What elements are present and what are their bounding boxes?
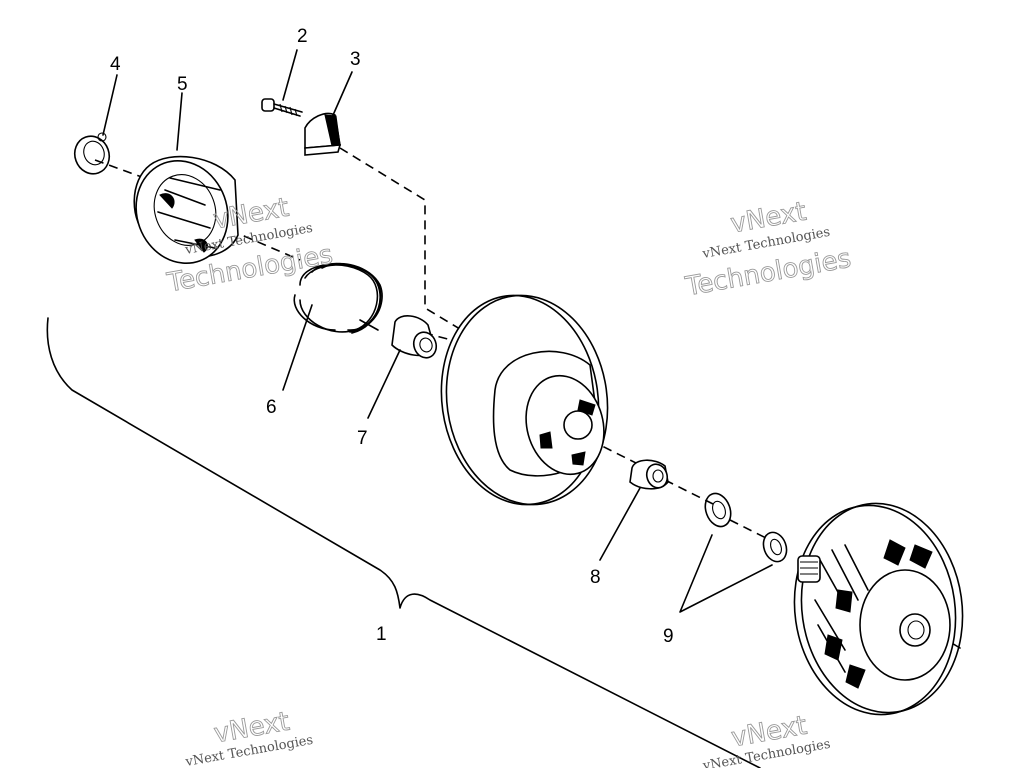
leader-lines	[102, 49, 773, 613]
washer-parts	[704, 492, 788, 563]
watermark-top-right: vNext vNext Technologies Technologies	[682, 196, 854, 303]
callout-8: 8	[590, 567, 601, 588]
watermark-bottom-left: vNext vNext Technologies	[184, 706, 315, 768]
callout-2: 2	[297, 26, 308, 47]
callout-5: 5	[177, 74, 188, 95]
screw-part	[261, 98, 303, 117]
bushing-small-part	[629, 459, 669, 490]
bushing-part	[391, 315, 438, 359]
helix-cam-part	[133, 155, 239, 265]
spring-part	[293, 262, 383, 334]
snap-ring-part	[73, 132, 111, 175]
callout-4: 4	[110, 54, 121, 75]
callout-3: 3	[350, 49, 361, 70]
callout-labels: 1 2 3 4 5 6 7 8 9	[110, 26, 674, 647]
fixed-sheave-part	[793, 502, 964, 716]
callout-1: 1	[376, 624, 387, 645]
callout-9: 9	[663, 626, 674, 647]
assembly-brace	[46, 317, 761, 768]
button-shoe-part	[304, 112, 342, 156]
callout-6: 6	[266, 397, 277, 418]
callout-7: 7	[357, 428, 368, 449]
watermark-bottom-right: vNext vNext Technologies	[701, 710, 832, 768]
moveable-sheave-part	[440, 294, 609, 506]
